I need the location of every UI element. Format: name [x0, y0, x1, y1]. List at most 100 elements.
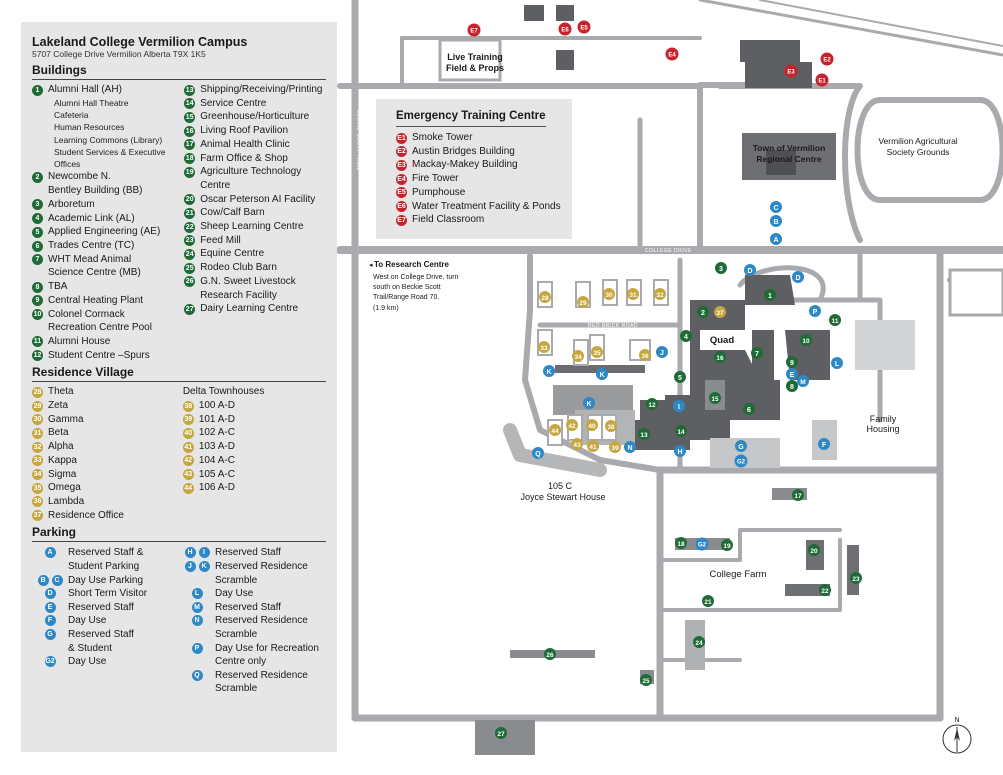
marker-res-34[interactable]: 34 — [572, 350, 584, 362]
marker-parking-N[interactable]: N — [624, 441, 636, 453]
marker-emergency-E5[interactable]: E5 — [577, 20, 591, 34]
marker-building-13[interactable]: 13 — [638, 428, 650, 440]
marker-res-41[interactable]: 41 — [587, 440, 599, 452]
town-vermilion-label-1: Town of Vermilion — [753, 143, 826, 153]
marker-parking-K2[interactable]: K — [596, 368, 608, 380]
marker-building-14[interactable]: 14 — [675, 425, 687, 437]
marker-building-19[interactable]: 19 — [721, 539, 733, 551]
legend-subitem: Student Services & Executive Offices — [54, 146, 166, 170]
marker-parking-J[interactable]: J — [656, 346, 668, 358]
marker-building-11[interactable]: 11 — [829, 314, 841, 326]
marker-building-1[interactable]: 1 — [764, 289, 776, 301]
marker-emergency-E2[interactable]: E2 — [820, 52, 834, 66]
marker-res-42[interactable]: 42 — [566, 419, 578, 431]
marker-parking-P[interactable]: P — [809, 305, 821, 317]
marker-building-17[interactable]: 17 — [792, 489, 804, 501]
parking-codes: G — [32, 628, 68, 640]
marker-parking-M[interactable]: M — [797, 375, 809, 387]
emergency-item-label: Smoke Tower — [412, 132, 473, 143]
marker-building-3[interactable]: 3 — [715, 262, 727, 274]
emergency-code-badge: E7 — [396, 214, 407, 226]
marker-building-2[interactable]: 2 — [697, 306, 709, 318]
marker-res-36[interactable]: 36 — [639, 349, 651, 361]
legend-item-text: Theta — [48, 385, 74, 399]
marker-building-10[interactable]: 10 — [800, 334, 812, 346]
marker-res-30[interactable]: 30 — [603, 288, 615, 300]
marker-building-16[interactable]: 16 — [714, 351, 726, 363]
lot-north-west — [438, 38, 502, 82]
marker-parking-L[interactable]: L — [831, 357, 843, 369]
marker-emergency-E1[interactable]: E1 — [815, 73, 829, 87]
parking-item-line: Centre only — [215, 656, 267, 668]
marker-res-33[interactable]: 33 — [538, 341, 550, 353]
marker-parking-I[interactable]: I — [673, 400, 685, 412]
marker-parking-A[interactable]: A — [770, 233, 782, 245]
marker-building-25[interactable]: 25 — [640, 674, 652, 686]
marker-parking-D2[interactable]: D — [792, 271, 804, 283]
marker-building-24[interactable]: 24 — [693, 636, 705, 648]
marker-parking-G2-1[interactable]: G2 — [734, 454, 748, 468]
marker-emergency-E6[interactable]: E6 — [558, 22, 572, 36]
family-housing-label-1: Family — [870, 414, 897, 424]
marker-parking-C[interactable]: C — [770, 201, 782, 213]
legend-badge: 3 — [32, 199, 43, 211]
svg-text:37: 37 — [716, 310, 724, 317]
marker-building-22[interactable]: 22 — [819, 584, 831, 596]
marker-parking-Q[interactable]: Q — [532, 447, 544, 459]
legend-badge: 41 — [182, 441, 194, 453]
marker-parking-G2-2[interactable]: G2 — [695, 537, 709, 551]
marker-res-40[interactable]: 40 — [586, 419, 598, 431]
marker-res-28[interactable]: 28 — [539, 291, 551, 303]
marker-res-37[interactable]: 37 — [714, 306, 726, 318]
marker-building-12[interactable]: 12 — [646, 398, 658, 410]
marker-building-5[interactable]: 5 — [674, 371, 686, 383]
marker-building-21[interactable]: 21 — [702, 595, 714, 607]
marker-building-27[interactable]: 27 — [495, 727, 507, 739]
marker-building-23[interactable]: 23 — [850, 572, 862, 584]
marker-building-9[interactable]: 9 — [786, 356, 798, 368]
marker-emergency-E7[interactable]: E7 — [467, 23, 481, 37]
marker-parking-B[interactable]: B — [770, 215, 782, 227]
marker-building-15[interactable]: 15 — [709, 392, 721, 404]
parking-item-line: & Student — [68, 642, 112, 654]
research-desc-4: (1.9 km) — [373, 305, 399, 312]
legend-item-label: Residence Office — [48, 509, 124, 521]
marker-res-44[interactable]: 44 — [549, 424, 561, 436]
marker-building-4[interactable]: 4 — [680, 330, 692, 342]
marker-res-38[interactable]: 38 — [605, 420, 617, 432]
marker-parking-G[interactable]: G — [735, 440, 747, 452]
marker-parking-F[interactable]: F — [818, 438, 830, 450]
marker-emergency-E3[interactable]: E3 — [784, 64, 798, 78]
marker-res-32[interactable]: 32 — [654, 288, 666, 300]
marker-parking-H[interactable]: H — [674, 445, 686, 457]
marker-res-29[interactable]: 29 — [577, 296, 589, 308]
marker-parking-K3[interactable]: K — [583, 397, 595, 409]
buildings-heading: Buildings — [32, 63, 326, 80]
marker-building-8[interactable]: 8 — [786, 380, 798, 392]
marker-emergency-E4[interactable]: E4 — [665, 47, 679, 61]
marker-parking-E[interactable]: E — [786, 368, 798, 380]
marker-res-35[interactable]: 35 — [591, 346, 603, 358]
legend-item-label: 102 A-C — [198, 427, 235, 439]
svg-text:5: 5 — [678, 375, 682, 382]
marker-parking-D1[interactable]: D — [744, 264, 756, 276]
marker-building-6[interactable]: 6 — [743, 403, 755, 415]
marker-res-31[interactable]: 31 — [627, 288, 639, 300]
marker-building-7[interactable]: 7 — [751, 347, 763, 359]
marker-parking-K1[interactable]: K — [543, 365, 555, 377]
emergency-item-label: Pumphouse — [412, 186, 466, 198]
marker-res-43[interactable]: 43 — [571, 438, 583, 450]
marker-building-18[interactable]: 18 — [675, 537, 687, 549]
marker-building-26[interactable]: 26 — [544, 648, 556, 660]
marker-building-20[interactable]: 20 — [808, 544, 820, 556]
marker-res-39[interactable]: 39 — [609, 441, 621, 453]
legend-badge: 43 — [182, 469, 194, 481]
